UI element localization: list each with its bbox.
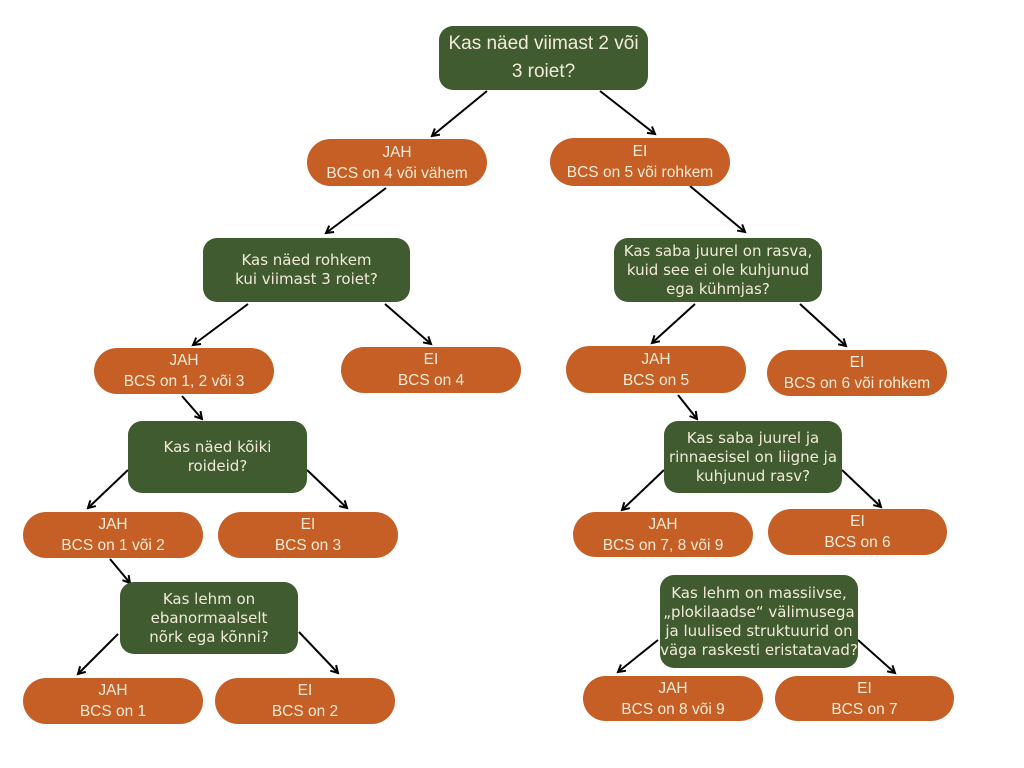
node-text-line: Kas näed viimast 2 või [448,33,639,54]
node-text-line: BCS on 1, 2 või 3 [123,373,245,390]
arrow-a2-yes-to-q4 [181,395,202,419]
node-text-line: Kas näed kõiki [163,438,272,456]
arrow-q4-to-a4-yes [88,469,129,508]
node-text-line: BCS on 6 [824,534,891,551]
arrow-q3-to-a3-no [799,303,846,346]
node-text-line: JAH [648,515,678,533]
answer-node-a4-no: EI BCS on 3 [218,512,398,558]
arrow-q3-to-a3-yes [652,303,696,343]
node-text-line: ja luulised struktuurid on [665,621,853,640]
question-node-q1: Kas näed viimast 2 või 3 roiet? [439,26,648,90]
node-text-line: EI [632,143,648,160]
node-text-line: BCS on 1 või 2 [61,537,165,554]
node-text-line: BCS on 5 või rohkem [566,164,714,181]
node-text-line: Kas lehm on massiivse, [671,583,847,602]
node-text-line: JAH [169,352,199,369]
node-text-line: ega kühmjas? [666,279,770,298]
arrow-a3-yes-to-q5 [677,394,697,419]
node-text-line: BCS on 8 või 9 [621,700,725,718]
node-text-line: kui viimast 3 roiet? [235,270,378,288]
node-text-line: väga raskesti eristatavad? [660,640,858,659]
answer-node-a5-yes: JAH BCS on 7, 8 või 9 [573,512,753,557]
answer-node-a4-yes: JAH BCS on 1 või 2 [23,512,203,558]
answer-node-a3-yes: JAH BCS on 5 [566,346,746,393]
node-text-line: 3 roiet? [511,61,576,82]
node-text-line: BCS on 6 või rohkem [783,375,931,392]
arrow-q5-to-a5-no [841,469,881,507]
node-text-line: kuhjunud rasv? [695,466,811,485]
node-text-line: rinnaesisel on liigne ja [668,447,838,466]
node-text-line: nõrk ega kõnni? [149,627,269,646]
arrow-q2-to-a2-yes [193,303,249,345]
answer-node-a1-no: EI BCS on 5 või rohkem [550,138,730,186]
answer-node-a6-no: EI BCS on 2 [215,678,395,724]
arrow-a4-yes-to-q6 [109,558,130,583]
node-text-line: Kas näed rohkem [241,251,372,269]
node-text-line: JAH [98,682,128,699]
node-text-line: Kas saba juurel on rasva, [623,241,813,260]
node-text-line: „plokilaadse“ välimusega [663,602,855,621]
arrow-q2-to-a2-no [384,303,431,344]
node-text-line: Kas lehm on [162,589,256,608]
arrow-q1-to-a1-yes [432,90,488,136]
node-text-line: BCS on 7 [831,700,898,718]
node-text-line: EI [850,513,865,530]
arrow-q6-to-a6-yes [78,633,119,674]
node-text-line: BCS on 1 [79,703,147,720]
node-text-line: kuid see ei ole kuhjunud [626,260,810,279]
arrow-q5-to-a5-yes [622,469,665,510]
node-text-line: BCS on 7, 8 või 9 [602,536,724,554]
answer-node-a5-no: EI BCS on 6 [768,509,947,555]
node-text-line: BCS on 4 [397,372,465,389]
node-text-line: BCS on 4 või vähem [326,164,468,182]
answer-node-a2-yes: JAH BCS on 1, 2 või 3 [94,348,274,394]
node-text-line: roideid? [187,457,248,475]
node-text-line: JAH [658,679,688,697]
answer-node-a1-yes: JAH BCS on 4 või vähem [307,139,487,186]
arrow-a1-no-to-q3 [689,185,745,232]
node-text-line: EI [423,351,439,368]
answer-node-a7-no: EI BCS on 7 [775,676,954,721]
arrow-q7-to-a7-no [857,639,895,673]
arrow-q6-to-a6-no [298,631,338,673]
arrow-q7-to-a7-yes [618,639,659,672]
node-text-line: JAH [98,516,128,533]
node-text-line: BCS on 2 [271,703,339,720]
node-text-line: JAH [382,143,412,161]
arrow-q4-to-a4-no [306,469,347,508]
answer-node-a2-no: EI BCS on 4 [341,347,521,393]
node-text-line: Kas saba juurel ja [686,428,820,447]
node-text-line: BCS on 5 [622,371,690,389]
answer-node-a7-yes: JAH BCS on 8 või 9 [583,676,763,721]
question-node-q7: Kas lehm on massiivse,„plokilaadse“ väli… [660,575,858,668]
arrow-q1-to-a1-no [599,90,655,134]
node-text-line: ebanormaalselt [150,608,268,627]
node-text-line: EI [849,354,865,371]
node-text-line: BCS on 3 [274,537,342,554]
node-text-line: EI [297,682,313,699]
node-text-line: EI [300,516,316,533]
answer-node-a6-yes: JAH BCS on 1 [23,678,203,724]
arrow-a1-yes-to-q2 [326,187,387,233]
node-text-line: EI [857,679,872,697]
answer-node-a3-no: EI BCS on 6 või rohkem [767,350,947,396]
question-node-q3: Kas saba juurel on rasva,kuid see ei ole… [614,238,822,302]
node-text-line: JAH [641,350,671,368]
